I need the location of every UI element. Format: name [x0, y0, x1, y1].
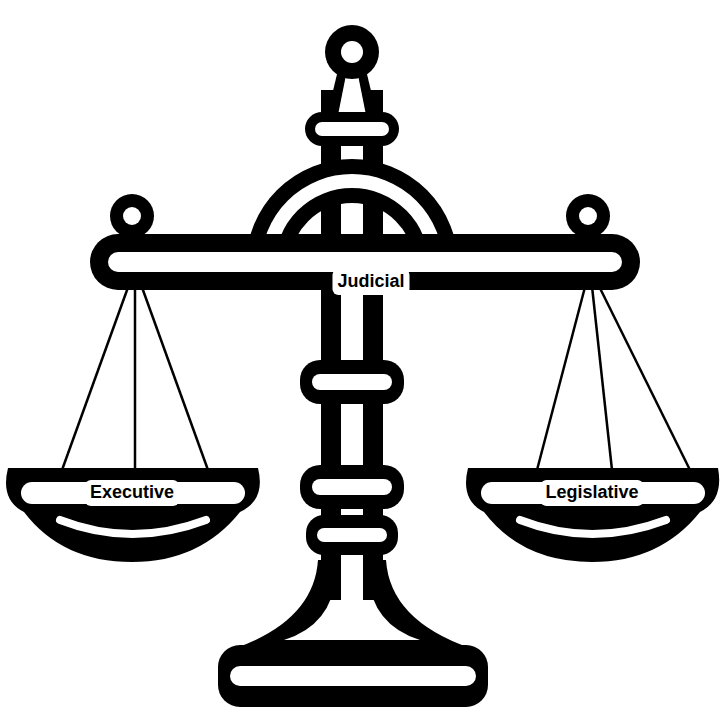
part-label: Executive	[85, 480, 179, 506]
part-label: Legislative	[540, 480, 643, 506]
part-label: Judicial	[332, 269, 409, 295]
